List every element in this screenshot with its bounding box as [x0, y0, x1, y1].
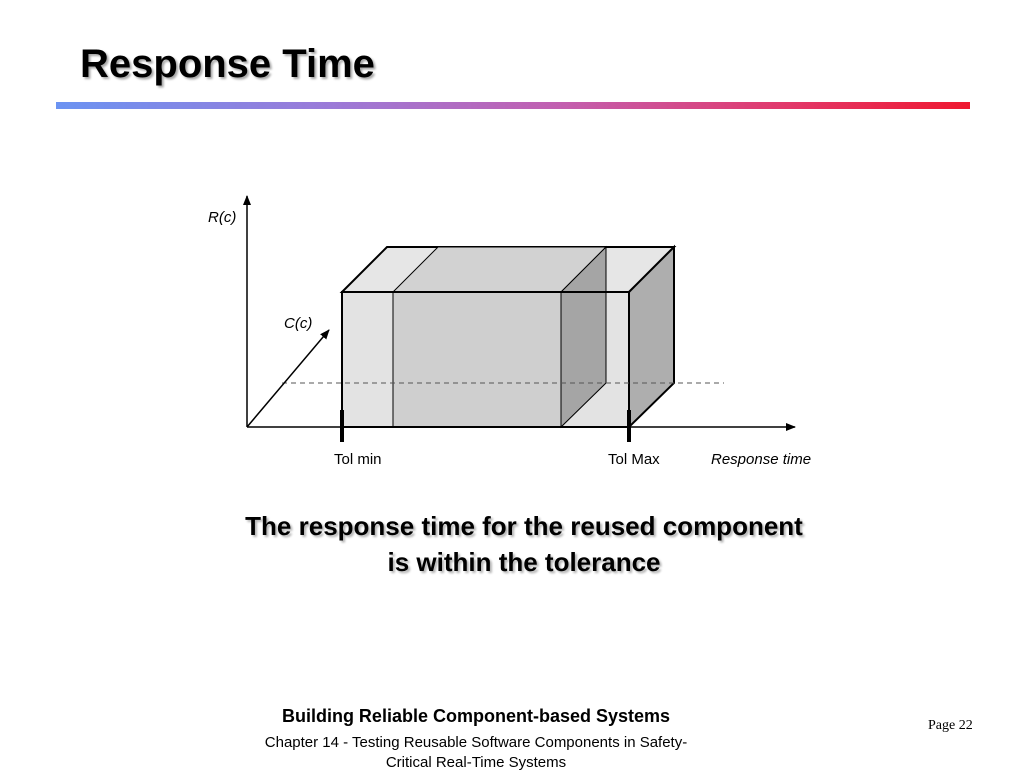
tol-max-label: Tol Max [608, 451, 660, 468]
title-underline [56, 102, 970, 109]
footer-subtitle-line-1: Chapter 14 - Testing Reusable Software C… [264, 734, 688, 751]
inner-box-front-face [392, 291, 562, 428]
z-axis-label: C(c) [284, 315, 313, 332]
x-axis-label: Response time [711, 451, 812, 468]
caption-line-2: is within the tolerance [387, 547, 661, 577]
y-axis-label: R(c) [208, 209, 237, 226]
footer-subtitle: Chapter 14 - Testing Reusable Software C… [200, 733, 752, 773]
z-axis [246, 329, 330, 428]
caption-line-1: The response time for the reused compone… [245, 511, 803, 541]
page-number: Page 22 [928, 718, 973, 733]
footer-title: Building Reliable Component-based System… [281, 706, 671, 726]
page-title: Response Time [80, 42, 375, 86]
footer-subtitle-line-2: Critical Real-Time Systems [385, 754, 567, 771]
caption: The response time for the reused compone… [200, 508, 848, 580]
tol-min-label: Tol min [334, 451, 382, 468]
